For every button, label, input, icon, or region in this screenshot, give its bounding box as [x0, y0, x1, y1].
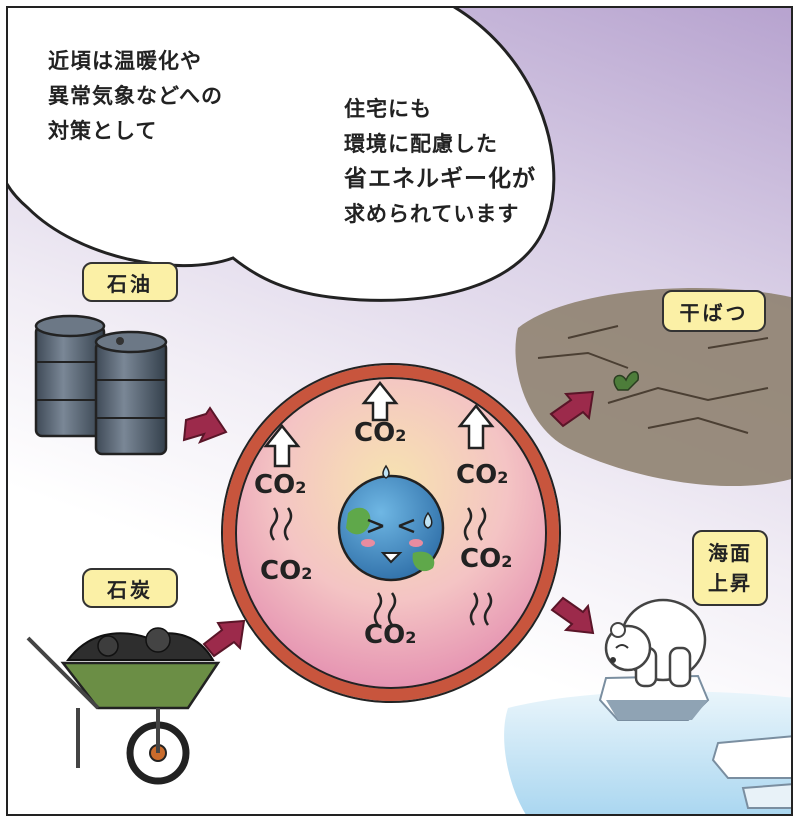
co2-arrows — [263, 380, 495, 468]
co2-label: CO2 — [254, 470, 306, 500]
co2-subscript: 2 — [501, 552, 513, 571]
ice-floe-2 — [711, 735, 791, 779]
bubble-line: 環境に配慮した — [344, 132, 498, 156]
bubble-line: 対策として — [48, 119, 158, 143]
bubble-emphasis-tail: が — [512, 166, 536, 192]
co2-text: CO — [460, 544, 502, 574]
comic-panel: 近頃は温暖化や 異常気象などへの 対策として 住宅にも 環境に配慮した 省エネル… — [6, 6, 793, 816]
flow-arrows — [182, 390, 595, 658]
polar-bear — [604, 598, 707, 688]
sprout-icon — [613, 371, 639, 391]
co2-subscript: 2 — [405, 628, 417, 647]
bubble-line: 求められています — [344, 202, 520, 226]
speech-bubble — [8, 8, 556, 302]
arrow-circle-to-sea — [550, 596, 595, 635]
bubble-line: 近頃は温暖化や — [48, 49, 202, 73]
label-sea-rise-line1: 海面 — [708, 541, 752, 565]
illustration — [8, 8, 791, 814]
bubble-line: 異常気象などへの — [48, 84, 223, 108]
bubble-text-right: 住宅にも 環境に配慮した 省エネルギー化が 求められています — [344, 92, 536, 232]
earth-face-icon — [337, 464, 445, 582]
co2-text: CO — [456, 460, 498, 490]
co2-text: CO — [354, 418, 396, 448]
arrow-circle-to-drought — [549, 390, 595, 428]
co2-subscript: 2 — [295, 478, 307, 497]
label-coal: 石炭 — [82, 568, 178, 608]
bubble-text-left: 近頃は温暖化や 異常気象などへの 対策として — [48, 44, 223, 149]
co2-subscript: 2 — [395, 426, 407, 445]
label-sea-rise-line2: 上昇 — [708, 571, 752, 595]
co2-text: CO — [260, 556, 302, 586]
co2-label: CO2 — [460, 544, 512, 574]
sea-area — [504, 691, 791, 814]
co2-text: CO — [254, 470, 296, 500]
coal-wheelbarrow — [26, 627, 221, 785]
ice-floe-3 — [741, 783, 791, 809]
oil-barrels — [34, 314, 168, 456]
co2-text: CO — [364, 620, 406, 650]
co2-label: CO2 — [456, 460, 508, 490]
wavy-lines — [269, 507, 493, 626]
arrow-coal-to-circle — [202, 619, 246, 658]
label-drought: 干ばつ — [662, 290, 766, 332]
co2-label: CO2 — [354, 418, 406, 448]
co2-subscript: 2 — [497, 468, 509, 487]
label-oil: 石油 — [82, 262, 178, 302]
bubble-emphasis: 省エネルギー化 — [344, 166, 512, 192]
bubble-line: 住宅にも — [344, 97, 432, 121]
label-sea-rise: 海面 上昇 — [692, 530, 768, 606]
co2-label: CO2 — [260, 556, 312, 586]
co2-label: CO2 — [364, 620, 416, 650]
co2-subscript: 2 — [301, 564, 313, 583]
drought-ground — [515, 288, 791, 486]
arrow-oil-to-circle — [182, 406, 228, 444]
